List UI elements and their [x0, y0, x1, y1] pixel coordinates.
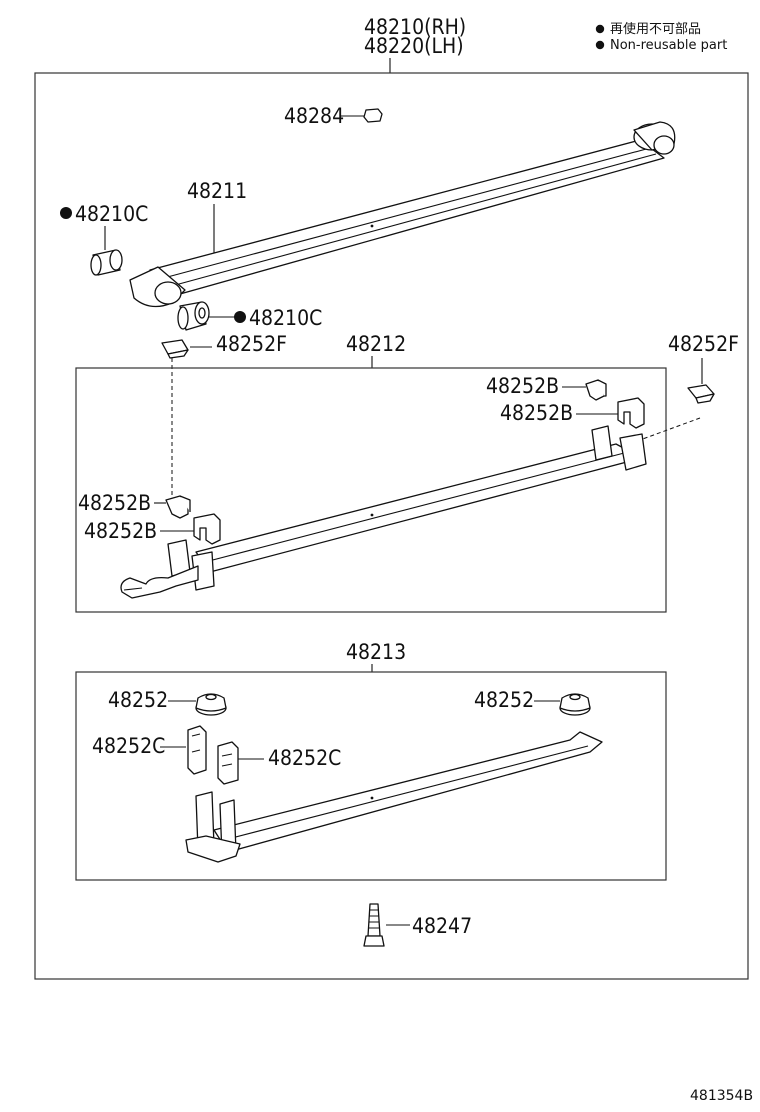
clip-48252c-b [217, 741, 239, 785]
label-48210c-b: 48210C [249, 306, 322, 330]
label-48252-a: 48252 [108, 688, 168, 712]
header-part-lh: 48220(LH) [364, 34, 464, 58]
nonreusable-dot-a [60, 207, 72, 219]
label-48252-b: 48252 [474, 688, 534, 712]
frame-48212 [75, 367, 667, 613]
label-48212: 48212 [346, 332, 406, 356]
clip-48252b-1 [585, 379, 607, 401]
drawing-id: 481354B [690, 1088, 753, 1104]
legend-line-1: 再使用不可部品 [610, 21, 701, 37]
label-48252f-b: 48252F [668, 332, 739, 356]
clip-48252c-a [187, 725, 207, 775]
legend-line-2: Non-reusable part [610, 38, 727, 53]
label-48252b-2: 48252B [500, 401, 573, 425]
label-48252f-a: 48252F [216, 332, 287, 356]
leaf-48213 [185, 731, 603, 863]
nonreusable-dot-b [234, 311, 246, 323]
bushing-48210c-a [90, 249, 123, 276]
label-48252c-a: 48252C [92, 734, 165, 758]
clip-48252b-4 [193, 513, 221, 545]
pad-48252f-a [161, 339, 189, 359]
label-48210c-a: 48210C [75, 202, 148, 226]
legend-dot-1 [595, 24, 605, 34]
label-48252c-b: 48252C [268, 746, 341, 770]
label-48247: 48247 [412, 914, 472, 938]
dashed-guide-right [639, 417, 701, 441]
label-48252b-4: 48252B [84, 519, 157, 543]
header-part-rh: 48210(RH) [364, 15, 466, 39]
legend-dot-2 [595, 40, 605, 50]
label-48252b-3: 48252B [78, 491, 151, 515]
label-48211: 48211 [187, 179, 247, 203]
bolt-48247 [363, 903, 385, 947]
clip-48252b-2 [617, 397, 645, 429]
nut-48284 [363, 108, 383, 123]
clip-48252b-3 [165, 495, 191, 519]
outer-frame [34, 72, 749, 980]
label-48252b-1: 48252B [486, 374, 559, 398]
label-48213: 48213 [346, 640, 406, 664]
pad-48252-a [195, 693, 227, 716]
label-48284: 48284 [284, 104, 344, 128]
bushing-48210c-b [177, 301, 210, 331]
main-leaf-48211 [129, 121, 676, 308]
leaf-48212 [120, 425, 647, 599]
pad-48252f-b [687, 384, 715, 404]
frame-48213 [75, 671, 667, 881]
pad-48252-b [559, 693, 591, 716]
